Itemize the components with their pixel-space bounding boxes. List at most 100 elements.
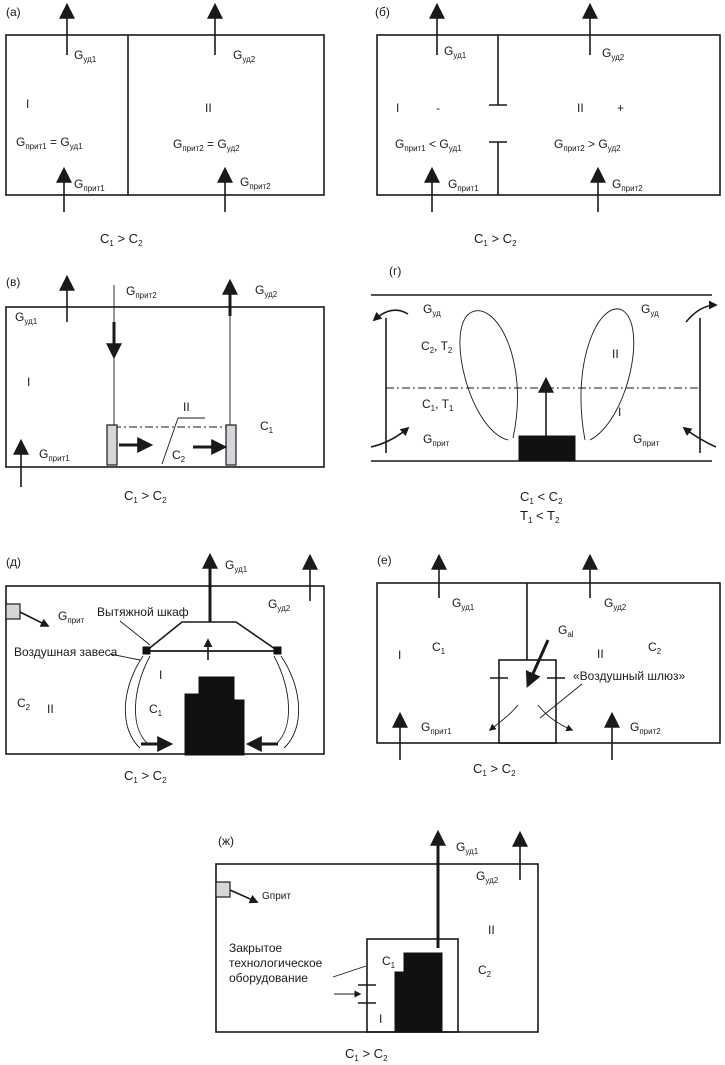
panel-zh-label: (ж) [218, 834, 234, 848]
panel-e-g-ud2: Gуд2 [604, 596, 627, 612]
panel-b: (б) Gуд1 Gуд2 I - II + Gприт1 < Gуд1 Gпр… [375, 2, 721, 248]
panel-e-g-al: Gal [558, 623, 574, 639]
panel-d-curtain-left-inner [135, 655, 151, 745]
panel-zh-g-ud1: Gуд1 [456, 840, 479, 856]
panel-zh: (ж) Gуд1 Gуд2 Gприт Закрытое технологиче… [215, 829, 539, 1063]
panel-v: (в) Gуд1 Gприт2 Gуд2 I II C1 C2 Gприт1 C… [5, 274, 325, 505]
panel-b-g-ud1: Gуд1 [444, 44, 467, 60]
panel-g-g-prit-left: Gприт [423, 432, 450, 448]
panel-zh-equipment [394, 952, 443, 1033]
panel-d-hood-label: Вытяжной шкаф [97, 605, 189, 619]
panel-e-airlock [498, 659, 557, 744]
panel-v-g-ud1: Gуд1 [15, 310, 38, 326]
panel-v-label: (в) [6, 275, 20, 289]
panel-a-eq-1: Gприт1 = Gуд1 [16, 135, 83, 151]
panel-e-airlock-leader [539, 683, 583, 719]
panel-zh-caption: C1 > C2 [345, 1046, 388, 1063]
panel-d-zone-2: II [47, 702, 54, 716]
panel-d-curtain-left-outer [124, 655, 144, 749]
panel-g-heat-source [518, 435, 576, 462]
panel-zh-equipment-label-3: оборудование [229, 971, 308, 985]
panel-v-g-prit1: Gприт1 [39, 447, 70, 463]
panel-v-c1: C1 [260, 419, 274, 435]
panel-zh-c2: C2 [478, 963, 492, 979]
panel-g-caption-2: T1 < T2 [520, 508, 560, 525]
panel-v-g-ud2: Gуд2 [255, 283, 278, 299]
panel-e-g-ud1: Gуд1 [452, 596, 475, 612]
panel-d-curtain-label: Воздушная завеса [14, 645, 118, 659]
panel-g-supply-left-arrow [370, 426, 410, 448]
panel-a-g-prit2: Gприт2 [240, 175, 271, 191]
panel-zh-g-prit: Gприт [262, 891, 291, 902]
panel-a-g-prit1: Gприт1 [74, 177, 105, 193]
panel-g-supply-right-arrow [682, 426, 717, 448]
panel-a-zone-2: II [205, 101, 212, 115]
panel-d-curtain-right-inner [273, 655, 289, 745]
panel-e-zone-2: II [597, 647, 604, 661]
panel-d-zone-1: I [159, 668, 162, 682]
panel-v-room [5, 306, 325, 468]
panel-a-g-ud1: Gуд1 [74, 48, 97, 64]
panel-e-airlock-label: «Воздушный шлюз» [573, 669, 686, 683]
panel-v-c2: C2 [172, 448, 186, 464]
panel-b-eq-2: Gприт2 > Gуд2 [554, 137, 621, 153]
panel-g-circulation-right [580, 308, 635, 441]
panel-zh-g-ud2: Gуд2 [476, 869, 499, 885]
panel-d-caption: C1 > C2 [124, 768, 167, 785]
panel-a: (а) Gуд1 Gуд2 I II Gприт1 = Gуд1 Gприт2 … [5, 2, 325, 248]
panel-zh-equipment-leader [332, 965, 367, 978]
panel-b-caption: C1 > C2 [474, 231, 517, 248]
panel-zh-zone-1: I [379, 1012, 382, 1026]
panel-zh-zone-2: II [488, 923, 495, 937]
panel-a-room [5, 34, 325, 196]
panel-v-zone-1: I [27, 375, 30, 389]
panel-d-supply-grille [5, 603, 21, 620]
panel-d-g-ud1: Gуд1 [225, 558, 248, 574]
panel-d-equipment [184, 676, 245, 756]
panel-d-curtain-right-outer [280, 655, 300, 749]
panel-d-curtain-nozzle-left [142, 646, 151, 655]
panel-b-room [376, 34, 721, 196]
panel-e-g-prit1: Gприт1 [421, 720, 452, 736]
panel-a-eq-2: Gприт2 = Gуд2 [173, 137, 240, 153]
panel-a-caption: C1 > C2 [100, 231, 143, 248]
panel-zh-equipment-label-1: Закрытое [229, 941, 283, 955]
panel-d-room [5, 585, 325, 755]
panel-v-leader-ii [161, 417, 179, 465]
panel-g-c1-t1: C1, T1 [422, 397, 454, 413]
panel-d-curtain-nozzle-right [273, 646, 282, 655]
panel-g-circulation-left [459, 310, 518, 441]
panel-e-c2: C2 [648, 640, 662, 656]
panel-v-caption: C1 > C2 [124, 488, 167, 505]
panel-d-g-prit: Gприт [58, 609, 85, 625]
panel-g-zone-1: I [618, 405, 621, 419]
panel-d-supply-arrow [19, 611, 50, 627]
panel-e-airlock-flow-right [537, 704, 574, 732]
panel-b-g-prit2: Gприт2 [612, 177, 643, 193]
panel-b-g-ud2: Gуд2 [602, 46, 625, 62]
panel-g-zone-2: II [612, 347, 619, 361]
panel-zh-supply-arrow [229, 889, 259, 904]
panel-e-zone-1: I [398, 648, 401, 662]
panel-d-g-ud2: Gуд2 [268, 597, 291, 613]
panel-b-zone-1: I [396, 101, 399, 115]
panel-zh-supply-grille [215, 881, 231, 898]
panel-d-c1: C1 [149, 702, 163, 718]
panel-e-label: (е) [377, 553, 392, 567]
panel-e-room [376, 582, 721, 744]
panel-v-zone-2: II [183, 400, 190, 414]
panel-d-label: (д) [6, 555, 21, 569]
panel-b-eq-1: Gприт1 < Gуд1 [395, 137, 462, 153]
panel-e-airlock-flow-left [488, 704, 519, 731]
panel-g-g-ud-right: Gуд [641, 302, 659, 318]
panel-e-caption: C1 > C2 [473, 761, 516, 778]
panel-b-minus: - [436, 101, 440, 115]
panel-g: (г) Gуд Gуд C2, T2 II C1, T1 I Gприт Gпр… [370, 264, 718, 525]
panel-b-plus: + [617, 101, 624, 115]
panel-e-c1: C1 [432, 640, 446, 656]
panel-g-label: (г) [389, 264, 401, 278]
panel-e-g-prit2: Gприт2 [630, 720, 661, 736]
panel-e: (е) Gуд1 Gуд2 Gal I C1 II C2 «Воздушный … [376, 553, 721, 778]
panel-a-label: (а) [6, 5, 21, 19]
